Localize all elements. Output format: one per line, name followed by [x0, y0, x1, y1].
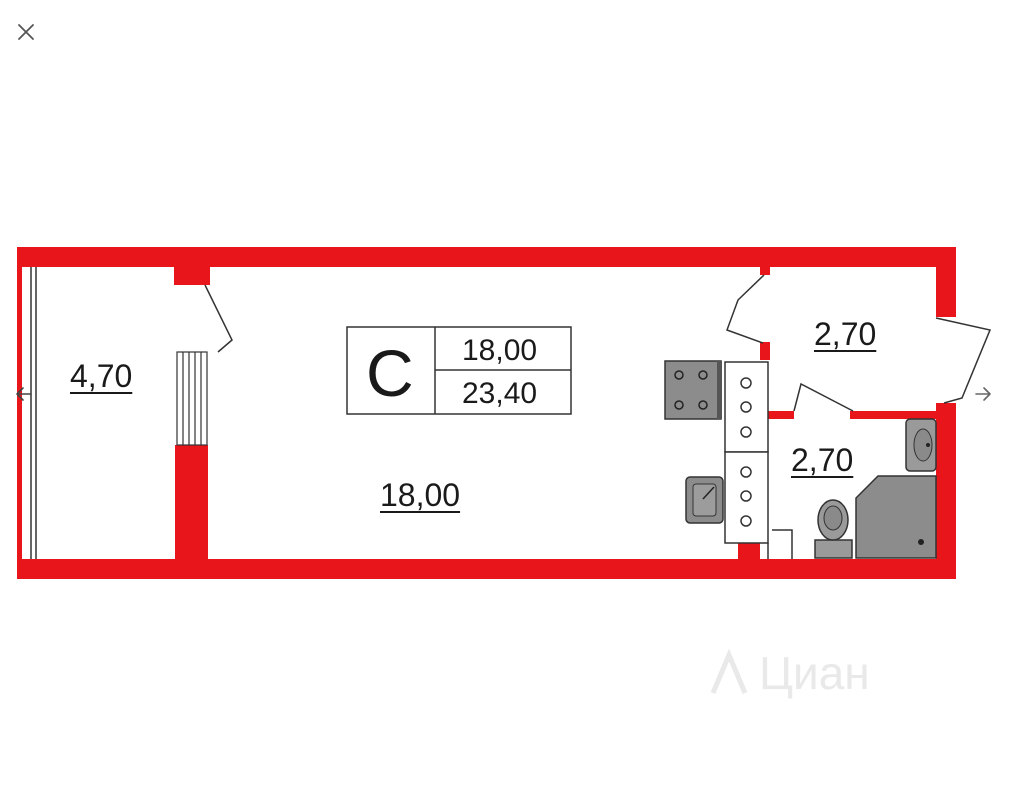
- partition-lower-wall: [175, 445, 208, 579]
- toilet-icon: [814, 499, 853, 559]
- living-area-value: 18,00: [462, 334, 538, 367]
- bathroom-area-label: 2,70: [791, 442, 854, 478]
- main-room-area-label: 18,00: [380, 477, 461, 513]
- kitchen-notch: [767, 529, 793, 559]
- kitchen-sink-icon: [685, 476, 724, 524]
- arrow-right-icon: [975, 387, 991, 401]
- right-wall-upper: [936, 247, 956, 317]
- shower-tray-icon: [855, 475, 937, 559]
- close-button[interactable]: [8, 14, 44, 50]
- balcony-area-label: 4,70: [70, 358, 133, 394]
- apartment-type-letter: С: [366, 336, 414, 410]
- bath-wall-top-a: [768, 411, 794, 419]
- hall-wall-top: [760, 247, 770, 275]
- partition-top-block: [174, 247, 210, 285]
- arrow-left-icon: [16, 387, 32, 401]
- balcony-door-swing: [204, 284, 233, 353]
- washbasin-icon: [905, 418, 937, 472]
- bathroom-door-swing: [793, 382, 854, 412]
- entrance-door-swing: [935, 317, 992, 404]
- walls: [17, 247, 956, 579]
- bath-wall-top-b: [850, 411, 956, 419]
- total-area-value: 23,40: [462, 377, 538, 410]
- close-icon: [18, 24, 34, 40]
- cian-logo-icon: [710, 649, 748, 694]
- watermark-text: Циан: [759, 647, 870, 699]
- hall-wall-mid: [760, 342, 770, 360]
- previous-image-button[interactable]: [6, 376, 42, 412]
- left-wall: [17, 247, 22, 579]
- watermark: Циан: [705, 646, 870, 700]
- hallway-area-label: 2,70: [814, 316, 877, 352]
- bottom-wall: [17, 559, 956, 579]
- kitchen-counter: [724, 361, 769, 544]
- balcony-window: [30, 267, 37, 559]
- hall-door-swing: [726, 274, 765, 344]
- stove-icon: [664, 360, 722, 420]
- type-legend-frame: [346, 326, 572, 415]
- balcony-door-frame: [176, 351, 208, 446]
- next-image-button[interactable]: [965, 376, 1001, 412]
- kitchen-wall-bottom: [738, 543, 760, 559]
- top-wall: [17, 247, 956, 267]
- right-wall-lower: [936, 403, 956, 579]
